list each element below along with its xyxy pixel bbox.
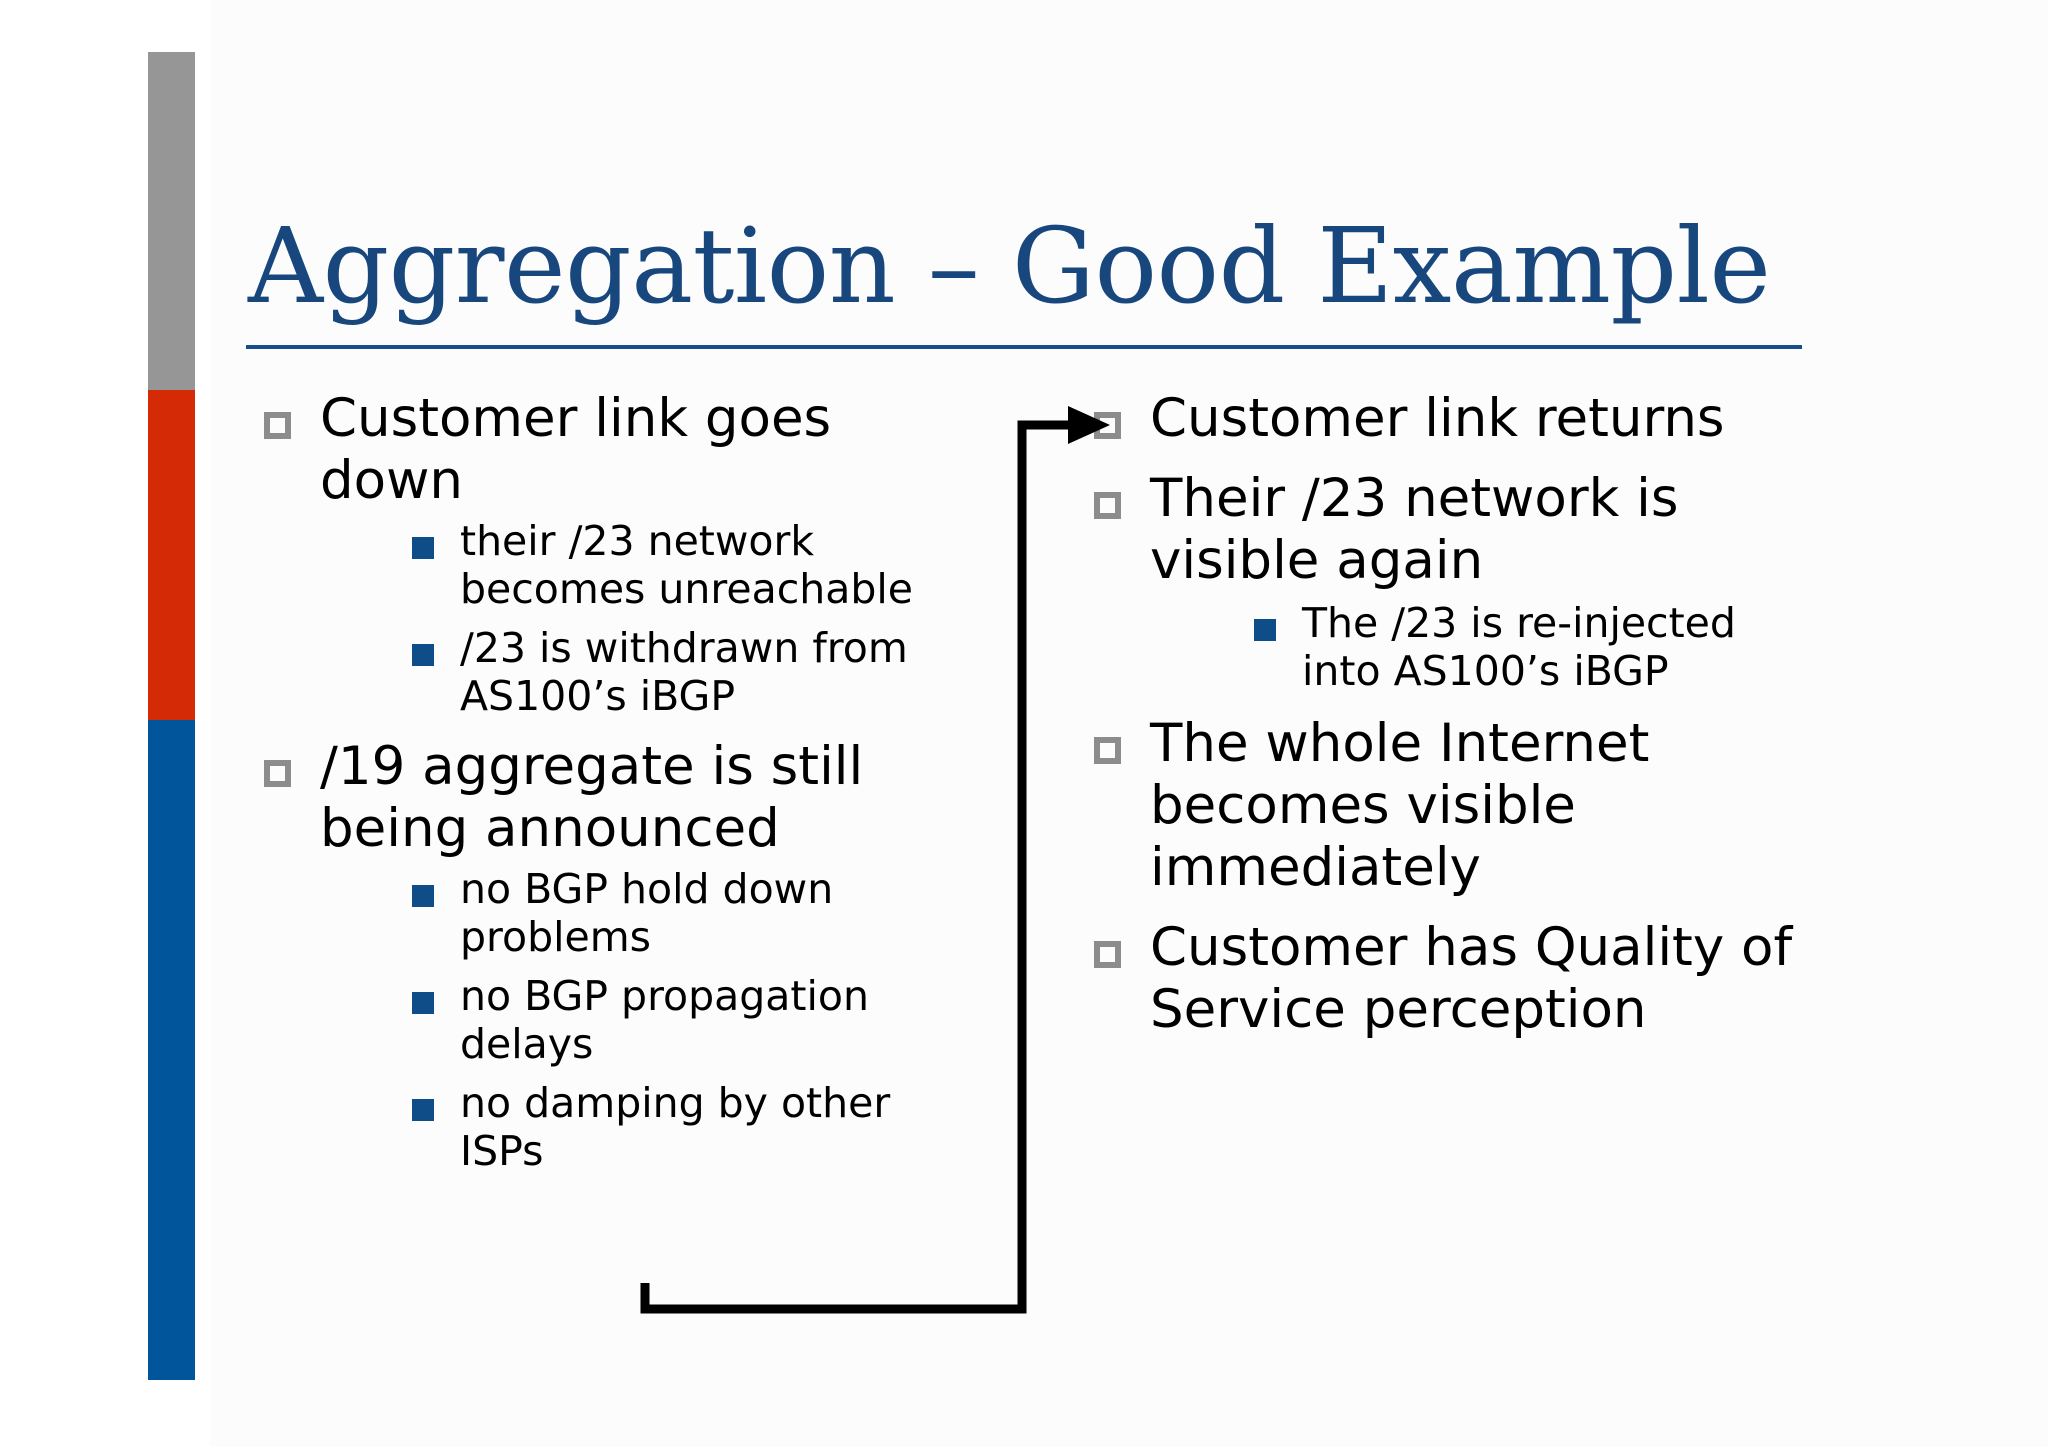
list-item: Customer link goes down their /23 networ… (248, 388, 948, 720)
sub-bullet-text: no BGP hold down problems (460, 865, 834, 961)
list-item: no damping by other ISPs (404, 1080, 948, 1175)
slide-title: Aggregation – Good Example (248, 205, 1771, 327)
sub-bullet-text: no damping by other ISPs (460, 1079, 891, 1175)
bullet-text: Customer link goes down (320, 388, 832, 511)
list-item: /19 aggregate is still being announced n… (248, 736, 948, 1175)
square-filled-bullet-icon (412, 1099, 434, 1122)
list-item: their /23 network becomes unreachable (404, 517, 948, 613)
accent-segment-red (148, 390, 195, 720)
sub-bullet-list: The /23 is re-injected into AS100’s iBGP (1150, 599, 1818, 695)
right-content-column: Customer link returns Their /23 network … (1078, 388, 1818, 1059)
left-content-column: Customer link goes down their /23 networ… (248, 388, 948, 1191)
bullet-text: /19 aggregate is still being announced (320, 736, 864, 860)
sub-bullet-list: their /23 network becomes unreachable /2… (320, 517, 948, 720)
sub-bullet-text: The /23 is re-injected into AS100’s iBGP (1302, 599, 1736, 695)
square-outline-bullet-icon (264, 412, 291, 439)
list-item: The /23 is re-injected into AS100’s iBGP (1246, 599, 1818, 695)
list-item: /23 is withdrawn from AS100’s iBGP (404, 624, 948, 720)
list-item: Customer link returns (1078, 388, 1818, 450)
square-outline-bullet-icon (264, 760, 291, 788)
list-item: no BGP propagation delays (404, 973, 948, 1068)
square-filled-bullet-icon (412, 992, 434, 1015)
square-outline-bullet-icon (1094, 941, 1121, 969)
square-outline-bullet-icon (1094, 492, 1121, 519)
square-filled-bullet-icon (412, 644, 434, 667)
bullet-text: Their /23 network is visible again (1150, 468, 1679, 591)
accent-segment-blue (148, 720, 195, 1380)
bullet-text: Customer link returns (1150, 388, 1725, 449)
list-item: no BGP hold down problems (404, 866, 948, 961)
square-outline-bullet-icon (1094, 412, 1121, 439)
accent-segment-gray (148, 52, 195, 390)
bullet-text: The whole Internet becomes visible immed… (1150, 713, 1650, 899)
left-bullet-list: Customer link goes down their /23 networ… (248, 388, 948, 1175)
list-item: The whole Internet becomes visible immed… (1078, 713, 1818, 899)
square-filled-bullet-icon (1254, 619, 1276, 641)
square-filled-bullet-icon (412, 885, 434, 908)
left-accent-bar (148, 52, 195, 1380)
title-underline-rule (246, 345, 1802, 349)
right-bullet-list: Customer link returns Their /23 network … (1078, 388, 1818, 1041)
list-item: Customer has Quality of Service percepti… (1078, 917, 1818, 1041)
list-item: Their /23 network is visible again The /… (1078, 468, 1818, 695)
content-background-panel (210, 0, 2048, 1447)
square-filled-bullet-icon (412, 537, 434, 559)
sub-bullet-text: /23 is withdrawn from AS100’s iBGP (460, 624, 908, 720)
bullet-text: Customer has Quality of Service percepti… (1150, 917, 1793, 1041)
square-outline-bullet-icon (1094, 737, 1121, 765)
sub-bullet-list: no BGP hold down problems no BGP propaga… (320, 866, 948, 1175)
sub-bullet-text: no BGP propagation delays (460, 972, 869, 1068)
sub-bullet-text: their /23 network becomes unreachable (460, 517, 914, 613)
